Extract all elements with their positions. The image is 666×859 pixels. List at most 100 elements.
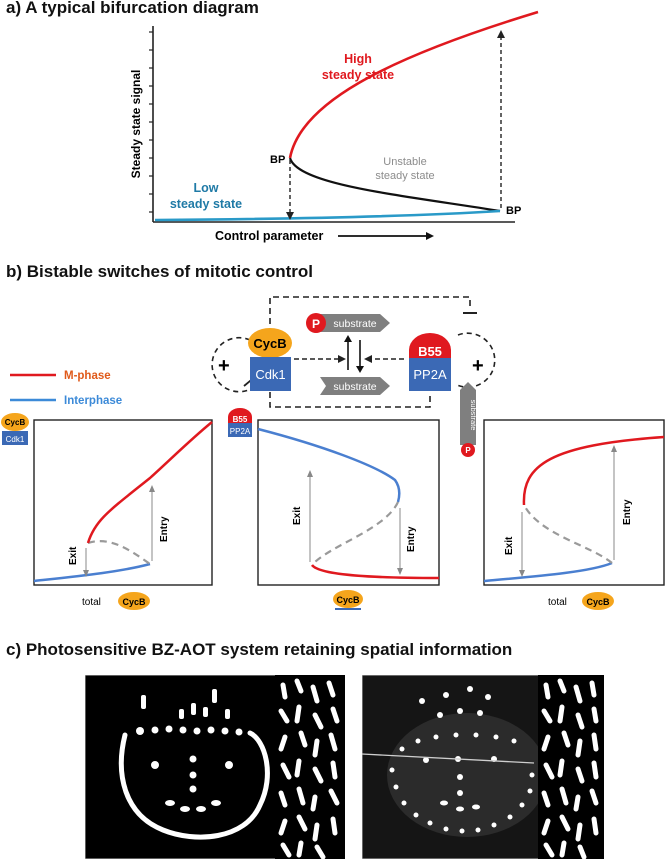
cdk1-autoloop bbox=[211, 336, 259, 393]
graph2-entry-label: Entry bbox=[406, 526, 417, 552]
legend-interphase-label: Interphase bbox=[64, 395, 122, 407]
substrate-axis-phosphate bbox=[461, 443, 475, 457]
b55-axis-label: B55 bbox=[233, 415, 248, 424]
arrowhead bbox=[286, 212, 294, 220]
substrate-graph: substrate P Exit Entry total CycB bbox=[460, 382, 665, 610]
phospho-substrate-label: substrate bbox=[333, 318, 376, 330]
face-features bbox=[136, 689, 243, 812]
graph3-exit-label: Exit bbox=[504, 536, 515, 555]
cdk1-label: Cdk1 bbox=[255, 367, 285, 382]
arrowhead bbox=[364, 355, 372, 363]
y-axis-label: Steady state signal bbox=[129, 70, 143, 179]
graph2-mphase-curve bbox=[310, 564, 440, 580]
feedback-bottom-line bbox=[269, 392, 431, 408]
unstable-label-line2: steady state bbox=[375, 170, 434, 182]
graph1-mphase-curve bbox=[86, 421, 213, 544]
arrowhead bbox=[83, 570, 89, 577]
feedback-top-line bbox=[269, 296, 471, 324]
panel-c-title: c) Photosensitive BZ-AOT system retainin… bbox=[6, 640, 513, 659]
substrate-axis-p-label: P bbox=[465, 446, 471, 455]
panel-b-title: b) Bistable switches of mitotic control bbox=[6, 262, 313, 281]
arrowhead bbox=[307, 470, 313, 477]
phosphate-label: P bbox=[312, 317, 320, 331]
line-profile bbox=[362, 753, 535, 764]
graph1-frame bbox=[33, 419, 213, 586]
graph2-cycb-label: CycB bbox=[336, 595, 360, 605]
turing-pattern bbox=[541, 678, 599, 859]
bp-upper-label: BP bbox=[270, 154, 285, 166]
graph1-entry-label: Entry bbox=[159, 516, 170, 542]
graph1-xlabel: total bbox=[82, 597, 101, 608]
graph1-cycb-label: CycB bbox=[122, 597, 146, 607]
unstable-steady-state-curve bbox=[288, 157, 501, 213]
arrowhead bbox=[397, 568, 403, 575]
low-steady-state-curve bbox=[154, 209, 501, 222]
pp2a-axis-label: PP2A bbox=[230, 427, 251, 436]
cdk1-axis-box bbox=[2, 431, 28, 445]
graph3-cycb-label: CycB bbox=[586, 597, 610, 607]
graph2-exit-label: Exit bbox=[292, 506, 303, 525]
cdk1-graph: CycB Cdk1 Exit Entry total CycB bbox=[1, 413, 213, 610]
arrowhead bbox=[344, 335, 352, 342]
cycb-axis-label: CycB bbox=[5, 418, 26, 427]
cdk1-positive-sign: + bbox=[218, 355, 230, 377]
pp2a-graph: B55 PP2A Exit Entry CycB Cdk1 bbox=[228, 408, 440, 610]
bp-lower-label: BP bbox=[506, 205, 521, 217]
faded-face-glow bbox=[387, 713, 547, 837]
bz-aot-image-left bbox=[85, 675, 345, 859]
arrowhead bbox=[611, 445, 617, 452]
substrate-axis-shape bbox=[460, 382, 476, 445]
low-label-line1: Low bbox=[194, 181, 219, 195]
graph1-interphase-curve bbox=[33, 562, 151, 583]
high-label-line1: High bbox=[344, 52, 372, 66]
face-outline bbox=[118, 730, 270, 840]
arrowhead bbox=[519, 570, 525, 577]
cdk1-axis-label: Cdk1 bbox=[6, 435, 25, 444]
substrate-arrow bbox=[320, 377, 390, 395]
cycb-label: CycB bbox=[253, 336, 286, 351]
cycb-blob bbox=[248, 328, 292, 358]
phosphate-circle bbox=[306, 313, 326, 333]
y-ticks bbox=[149, 31, 153, 213]
legend-mphase-label: M-phase bbox=[64, 370, 111, 382]
arrowhead bbox=[356, 366, 364, 373]
graph3-mphase-curve bbox=[522, 435, 665, 506]
arrowhead bbox=[426, 232, 434, 240]
cycb-axis-blob bbox=[1, 413, 29, 431]
b55-blob bbox=[409, 333, 451, 359]
high-steady-state-curve bbox=[288, 10, 539, 159]
graph3-frame bbox=[483, 419, 665, 586]
high-label-line2: steady state bbox=[322, 68, 394, 82]
panel-a-title: a) A typical bifurcation diagram bbox=[6, 0, 259, 17]
phospho-substrate-arrow bbox=[320, 314, 390, 332]
bz-aot-image-right bbox=[362, 675, 604, 859]
pp2a-positive-sign: + bbox=[472, 355, 484, 377]
bifurcation-diagram: Steady state signal Control parameter Hi… bbox=[129, 10, 539, 243]
b55-label: B55 bbox=[418, 344, 442, 359]
graph1-unstable-curve bbox=[87, 540, 151, 565]
low-label-line2: steady state bbox=[170, 197, 242, 211]
graph2-unstable-curve bbox=[311, 501, 399, 566]
graph2-frame bbox=[257, 419, 440, 586]
graph3-xlabel: total bbox=[548, 597, 567, 608]
pp2a-box bbox=[409, 358, 451, 391]
unstable-label-line1: Unstable bbox=[383, 156, 426, 168]
turing-pattern bbox=[278, 678, 340, 859]
dotted-face bbox=[389, 686, 535, 834]
graph3-unstable-curve bbox=[523, 504, 613, 564]
graph3-entry-label: Entry bbox=[622, 499, 633, 525]
cdk1-box bbox=[250, 357, 291, 391]
graph2-interphase-curve bbox=[257, 427, 401, 503]
mitotic-switch-figure: M-phase Interphase + + CycB Cdk1 B55 PP2… bbox=[1, 296, 665, 610]
graph2-cdk1-box bbox=[335, 608, 361, 610]
graph1-exit-label: Exit bbox=[68, 546, 79, 565]
graph3-cycb-blob bbox=[582, 592, 614, 610]
graph2-cycb-blob bbox=[333, 590, 363, 608]
arrowhead bbox=[149, 485, 155, 492]
pp2a-label: PP2A bbox=[413, 367, 447, 382]
graph1-cycb-blob bbox=[118, 592, 150, 610]
x-axis-label: Control parameter bbox=[215, 229, 323, 243]
arrowhead bbox=[338, 355, 346, 363]
graph3-interphase-curve bbox=[483, 561, 613, 583]
b55-axis-blob bbox=[228, 408, 252, 423]
